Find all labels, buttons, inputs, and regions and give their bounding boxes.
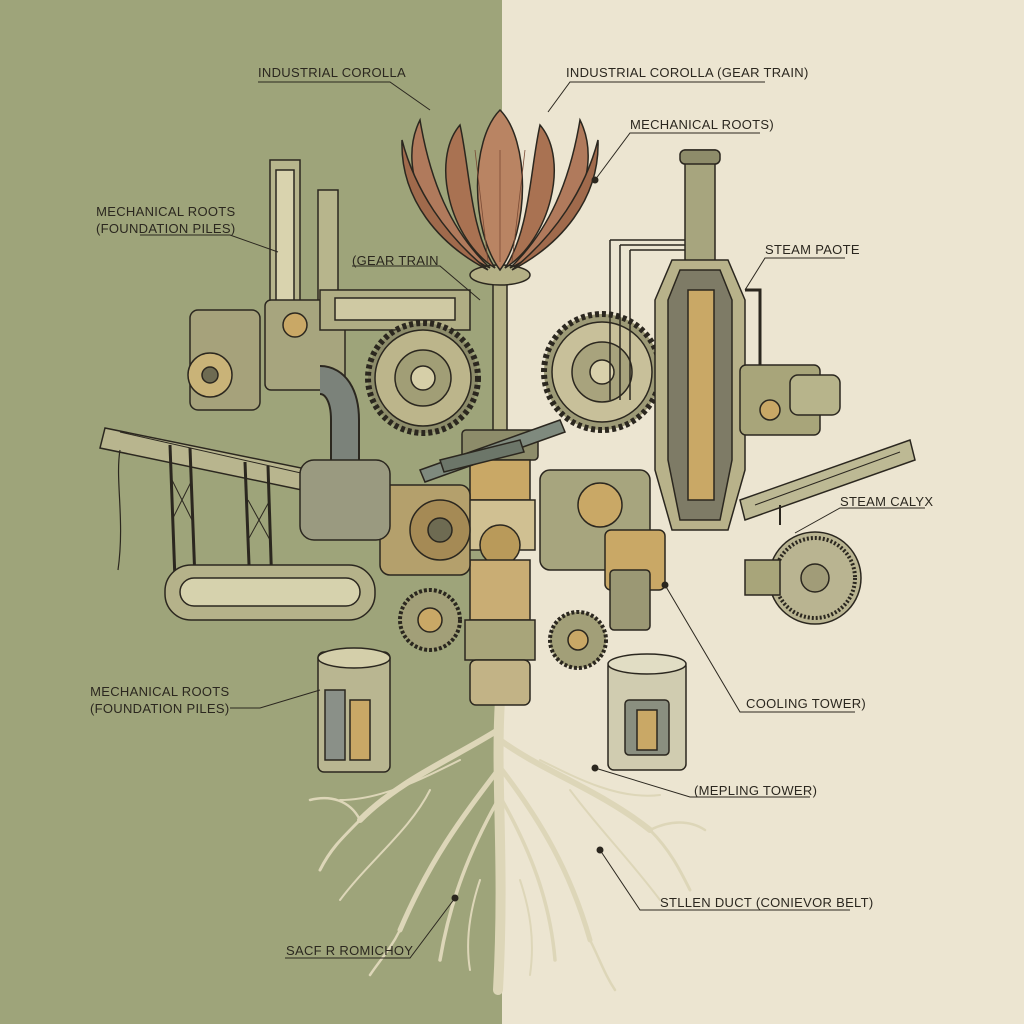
piston-icon xyxy=(299,419,666,706)
label-sacf-ronichoy: SACF R ROMICHOY xyxy=(286,943,414,958)
label-mechanical-roots-top-left: MECHANICAL ROOTS (FOUNDATION PILES) xyxy=(96,204,236,236)
label-steam-paote: STEAM PAOTE xyxy=(765,242,860,257)
roots-icon xyxy=(308,695,707,995)
leader-lines xyxy=(140,81,925,959)
label-industrial-corolla: INDUSTRIAL COROLLA xyxy=(258,65,406,80)
label-gear-train: (GEAR TRAIN xyxy=(352,253,439,268)
label-mechanical-roots-top-right: MECHANICAL ROOTS) xyxy=(630,117,775,132)
label-steam-calyx: STEAM CALYX xyxy=(840,494,934,509)
label-mepling-tower: (MEPLING TOWER) xyxy=(694,783,818,798)
label-industrial-corolla-gear-train: INDUSTRIAL COROLLA (GEAR TRAIN) xyxy=(566,65,809,80)
piston-icon xyxy=(607,653,687,771)
label-cooling-tower: COOLING TOWER) xyxy=(746,696,867,711)
conveyor-belt-icon xyxy=(99,427,376,621)
conveyor-belt-icon xyxy=(739,439,916,525)
gear-icon xyxy=(365,320,481,436)
steam-column-icon xyxy=(187,159,471,460)
steam-column-icon xyxy=(609,149,841,531)
gear-icon xyxy=(541,311,663,433)
gear-icon xyxy=(398,588,608,670)
piston-icon xyxy=(317,647,391,773)
fan-wheel-icon xyxy=(744,531,862,625)
label-mechanical-roots-bottom-left: MECHANICAL ROOTS (FOUNDATION PILES) xyxy=(90,684,230,716)
label-stllen-duct: STLLEN DUCT (CONIEVOR BELT) xyxy=(660,895,874,910)
